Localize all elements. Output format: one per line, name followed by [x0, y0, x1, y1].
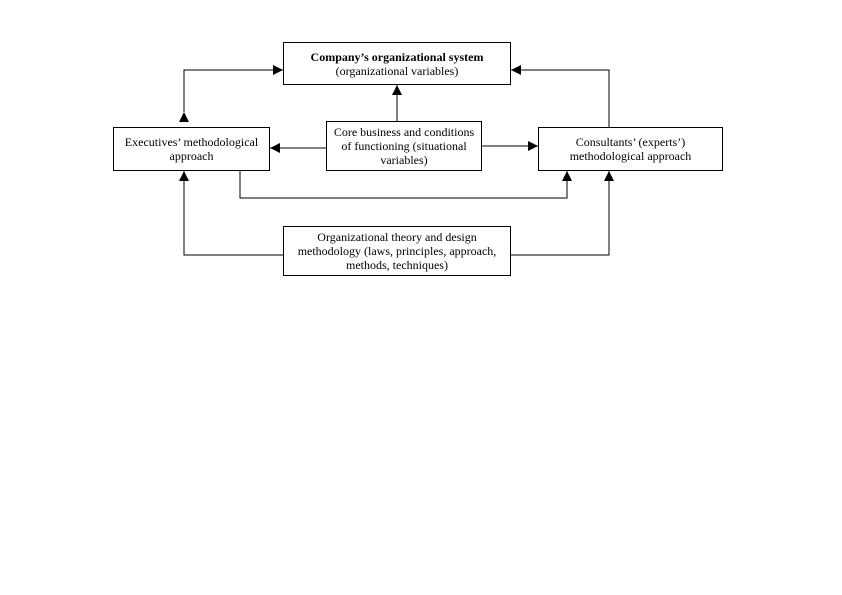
- core-business-line-2: of functioning (situational: [341, 139, 467, 153]
- core-business-line-3: variables): [380, 153, 428, 167]
- theory-to-executives-arrow: [179, 171, 283, 256]
- executives-line-2: approach: [169, 149, 214, 163]
- theory-line-3: methods, techniques): [346, 258, 448, 272]
- theory-line-1: Organizational theory and design: [317, 230, 477, 244]
- executives-consultants-connector: [235, 161, 572, 199]
- company-system-title: Company’s organizational system: [310, 49, 484, 64]
- theory-to-consultants-arrow: [511, 171, 614, 256]
- core-business-box: Core business and conditions of function…: [326, 121, 482, 171]
- theory-line-2: methodology (laws, principles, approach,: [297, 244, 497, 258]
- consultants-line-1: Consultants’ (experts’): [575, 135, 686, 149]
- executives-company-connector: [179, 65, 283, 122]
- consultants-company-connector: [511, 65, 614, 137]
- consultants-line-2: methodological approach: [569, 149, 692, 163]
- company-system-subtitle: (organizational variables): [335, 63, 459, 78]
- consultants-box: Consultants’ (experts’) methodological a…: [538, 127, 723, 171]
- company-system-box: Company’s organizational system (organiz…: [283, 42, 511, 85]
- core-business-line-1: Core business and conditions: [333, 125, 475, 139]
- executives-box: Executives’ methodological approach: [113, 127, 270, 171]
- executives-line-1: Executives’ methodological: [124, 135, 259, 149]
- theory-box: Organizational theory and design methodo…: [283, 226, 511, 276]
